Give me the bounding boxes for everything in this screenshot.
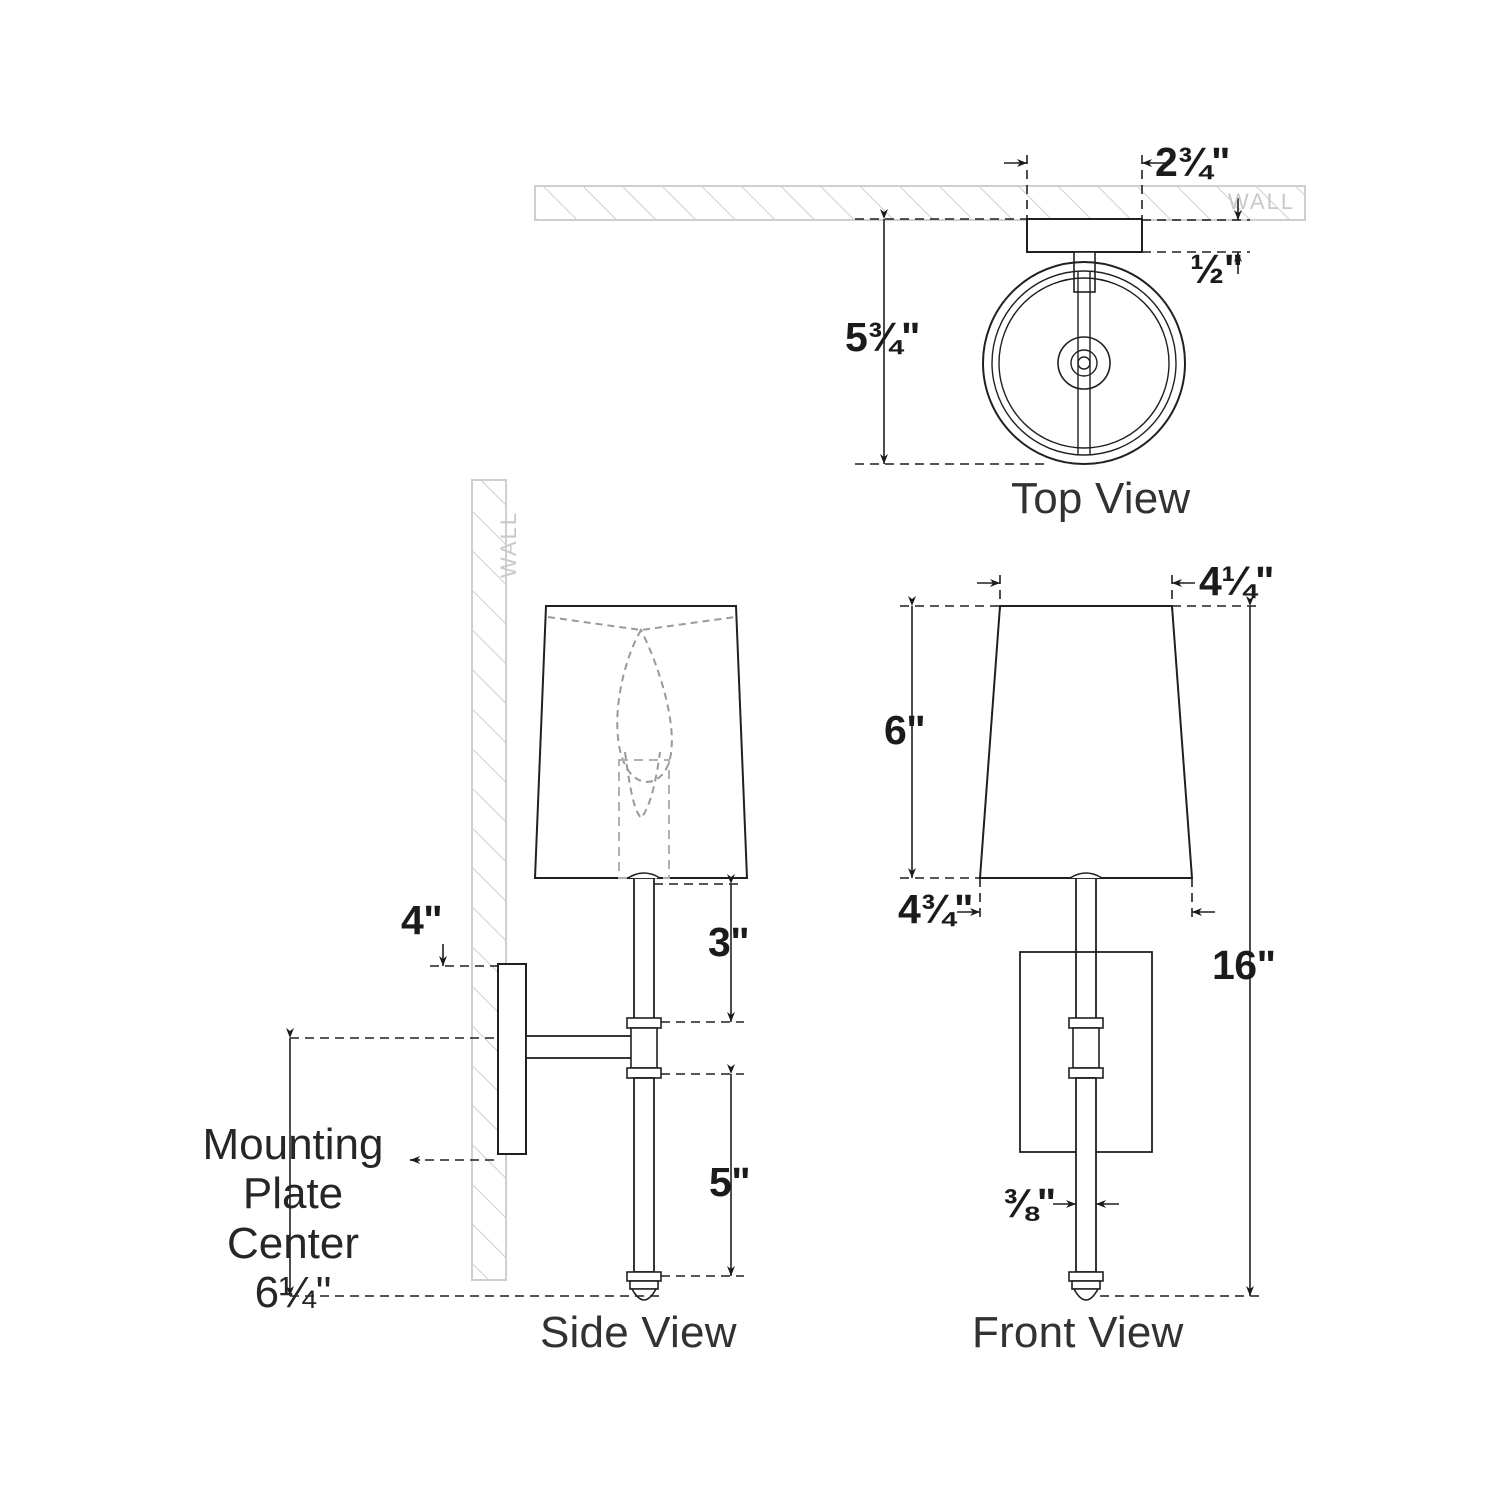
top-view-center-hub bbox=[1057, 336, 1111, 390]
front-view-group bbox=[900, 575, 1262, 1301]
dim-label-shade-to-collar: 3" bbox=[708, 919, 750, 965]
front-view-finial bbox=[1068, 1271, 1104, 1301]
top-view-shade-circles bbox=[982, 261, 1186, 465]
dim-label-shade-top-width: 4¼" bbox=[1199, 558, 1274, 604]
side-view-stem-lower bbox=[633, 1077, 655, 1273]
top-view-group bbox=[534, 155, 1306, 465]
dim-label-collar-to-finial: 5" bbox=[709, 1159, 751, 1205]
top-view-mounting-plate bbox=[1026, 218, 1143, 253]
front-view-stem-lower bbox=[1075, 1077, 1097, 1273]
side-view-shade bbox=[533, 605, 749, 879]
top-view-stem-line bbox=[1077, 272, 1091, 455]
mounting-plate-center-note: Mounting Plate Center 6¼" bbox=[202, 1120, 384, 1317]
dim-backplate-thickness bbox=[1142, 198, 1250, 274]
side-view-mounting-plate bbox=[497, 963, 527, 1155]
view-label-side: Side View bbox=[540, 1308, 737, 1357]
side-view-bulb bbox=[547, 616, 736, 820]
dim-shade-bottom-width bbox=[957, 878, 1215, 920]
wall-label-side: WALL bbox=[496, 510, 521, 578]
dim-label-overall-height: 16" bbox=[1212, 942, 1276, 988]
view-label-top: Top View bbox=[1011, 474, 1191, 523]
side-view-arm bbox=[525, 1035, 645, 1059]
front-view-stem-upper bbox=[1069, 872, 1103, 1021]
dim-shade-height bbox=[900, 596, 1000, 879]
dim-label-shade-bottom-width: 4¾" bbox=[898, 886, 973, 932]
front-view-shade bbox=[978, 605, 1194, 879]
dim-shade-to-collar bbox=[654, 874, 744, 1023]
side-view-group bbox=[286, 479, 749, 1301]
side-view-stem-upper bbox=[627, 872, 661, 1021]
dim-label-shade-height: 6" bbox=[884, 707, 926, 753]
view-label-front: Front View bbox=[972, 1308, 1184, 1357]
dim-label-top-projection: 2¾" bbox=[1155, 139, 1230, 185]
top-view-wall bbox=[534, 185, 1306, 221]
dim-plate-to-shade bbox=[430, 944, 500, 967]
front-view-collar bbox=[1068, 1017, 1104, 1079]
dim-mounting-plate-center bbox=[286, 1028, 660, 1297]
dim-shade-diameter bbox=[855, 209, 1050, 465]
dim-label-shade-diameter: 5¾" bbox=[845, 314, 920, 360]
dim-shade-top-width bbox=[977, 575, 1195, 610]
side-view-socket bbox=[618, 759, 670, 879]
dim-overall-height bbox=[1100, 596, 1262, 1297]
dim-label-plate-to-shade: 4" bbox=[401, 897, 443, 943]
side-view-collar bbox=[626, 1017, 662, 1079]
dim-label-stem-diameter: ⅜" bbox=[1003, 1180, 1056, 1226]
dim-label-backplate-thickness: ½" bbox=[1190, 246, 1243, 292]
wall-label-top: WALL bbox=[1228, 189, 1296, 214]
dim-top-projection bbox=[1004, 155, 1165, 222]
dim-collar-to-finial bbox=[661, 1064, 744, 1277]
